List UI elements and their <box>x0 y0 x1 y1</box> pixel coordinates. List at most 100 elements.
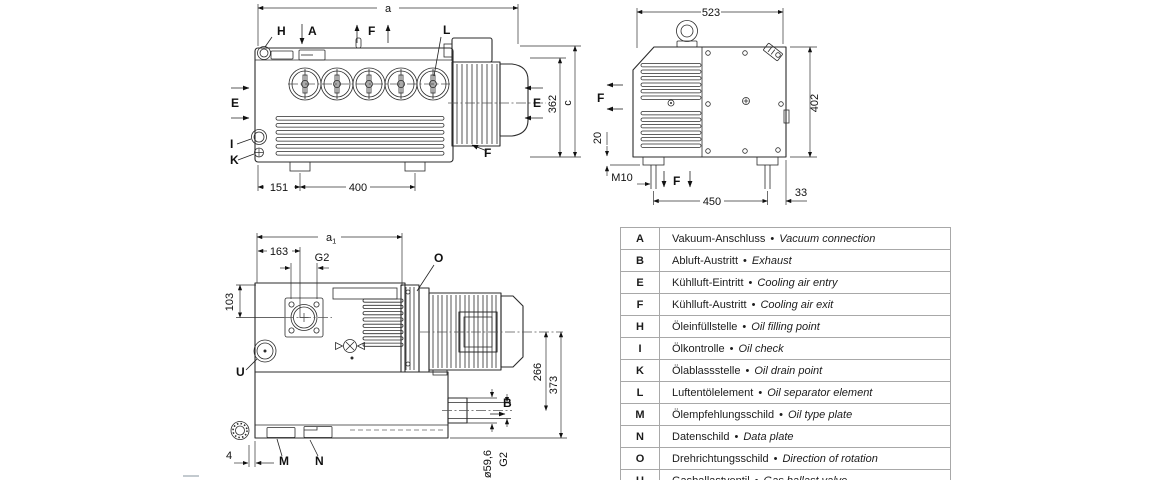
label-i: I <box>230 137 233 151</box>
legend-row: UGasballastventil•Gas ballast valve <box>620 469 951 480</box>
legend-de: Kühlluft-Eintritt <box>672 276 744 289</box>
legend-de: Kühlluft-Austritt <box>672 298 747 311</box>
label-a: A <box>308 24 317 38</box>
data-plate <box>303 426 333 438</box>
dim-151-400: 151 400 <box>257 165 416 194</box>
legend-key: L <box>620 381 660 404</box>
bullet-icon: • <box>773 452 778 465</box>
pump-body <box>251 37 454 172</box>
legend-en: Vacuum connection <box>779 232 876 245</box>
legend-en: Oil check <box>738 342 784 355</box>
top-view-labels: O U B M N <box>236 251 512 468</box>
housing <box>632 42 790 189</box>
dim-20-label: 20 <box>592 132 604 144</box>
oil-type-plate <box>266 427 296 438</box>
label-h: H <box>277 24 286 38</box>
legend-row: M Ölempfehlungsschild • Oil type plate <box>620 403 951 426</box>
dim-33-label: 33 <box>795 187 807 199</box>
inlet-flange <box>284 297 332 338</box>
motor-top <box>418 287 563 376</box>
bullet-icon: • <box>729 342 734 355</box>
svg-text:a1: a1 <box>326 232 336 246</box>
cover-plate-screws <box>705 50 790 154</box>
dim-402-label: 402 <box>809 94 821 112</box>
drawing-end-view: 523 <box>592 7 821 208</box>
dim-266-373: 266 373 <box>450 331 567 439</box>
side-view-labels: H A F L E E I K F <box>230 23 543 167</box>
label-o: O <box>434 251 443 265</box>
lifting-eye <box>676 20 698 48</box>
thread-m10-label: M10 <box>611 172 632 184</box>
dim-c-label: c <box>562 100 574 106</box>
legend-key: B <box>620 249 660 272</box>
dim-4-label: 4 <box>226 450 232 462</box>
label-k: K <box>230 153 239 167</box>
dim-266-label: 266 <box>532 363 544 381</box>
end-view-labels: F F <box>597 82 693 188</box>
exhaust-port <box>442 397 512 424</box>
label-m: M <box>279 454 289 468</box>
bullet-icon: • <box>755 475 759 480</box>
dim-a-label: a <box>385 3 392 15</box>
label-u: U <box>236 365 245 379</box>
dim-450-33: 450 33 <box>653 160 807 208</box>
legend-en: Cooling air exit <box>760 298 834 311</box>
dim-a1: a1 <box>256 232 403 286</box>
legend-key: I <box>620 337 660 360</box>
legend-de: Luftentölelement <box>672 386 754 399</box>
legend-de: Ölempfehlungsschild <box>672 408 775 421</box>
louvers-top <box>362 298 404 347</box>
dim-a1-base: a <box>326 232 333 244</box>
legend-key: M <box>620 403 660 426</box>
dim-373-label: 373 <box>548 376 560 394</box>
dim-402: 402 <box>790 46 821 158</box>
thread-g2-exhaust-label: G2 <box>498 452 510 467</box>
label-e-left: E <box>231 96 239 110</box>
louver-panel <box>640 63 702 148</box>
legend-key: U <box>620 469 660 480</box>
bullet-icon: • <box>779 408 783 421</box>
dim-163-g2: 163 G2 <box>257 246 329 318</box>
dim-exhaust: ø59,6 G2 <box>467 389 510 478</box>
drawing-side-view: a <box>230 3 581 194</box>
legend-key: K <box>620 359 660 382</box>
legend-key: E <box>620 271 660 294</box>
legend-key: O <box>620 447 660 470</box>
dim-163-label: 163 <box>270 246 288 258</box>
dim-20-m10: 20 M10 <box>592 132 651 187</box>
dim-362-label: 362 <box>547 95 559 113</box>
gas-ballast-valve <box>253 339 277 363</box>
valve-screw <box>335 339 365 360</box>
dim-dia-label: ø59,6 <box>482 450 494 478</box>
oil-sight-glass <box>251 129 267 145</box>
bullet-icon: • <box>743 254 747 267</box>
label-b: B <box>503 396 512 410</box>
legend-en: Oil drain point <box>754 364 823 377</box>
dim-523: 523 <box>636 7 784 48</box>
legend-en: Oil filling point <box>751 320 820 333</box>
legend-en: Oil type plate <box>787 408 853 421</box>
pump-housing-top <box>230 282 449 440</box>
dim-362-c: 362 c <box>520 45 581 158</box>
legend-de: Drehrichtungsschild <box>672 452 769 465</box>
fan-cover <box>400 284 420 373</box>
legend-de: Ölkontrolle <box>672 342 725 355</box>
legend-key: N <box>620 425 660 448</box>
bullet-icon: • <box>742 320 747 333</box>
legend-de: Abluft-Austritt <box>672 254 739 267</box>
drawing-top-view: a1 163 G2 103 <box>224 232 567 478</box>
legend-de: Ölablassstelle <box>672 364 741 377</box>
legend-en: Data plate <box>743 430 794 443</box>
label-f-top: F <box>368 24 375 38</box>
dim-4: 4 <box>226 441 274 467</box>
dim-103: 103 <box>224 284 284 318</box>
bullet-icon: • <box>758 386 763 399</box>
